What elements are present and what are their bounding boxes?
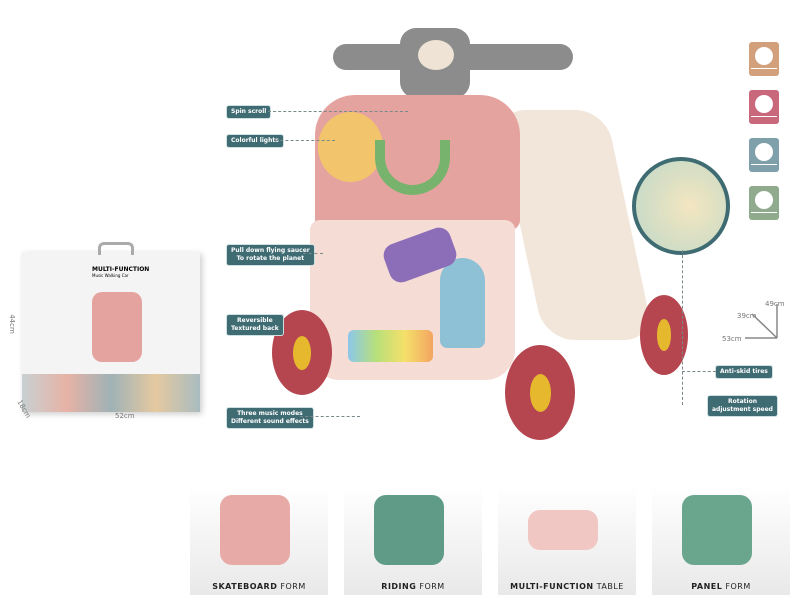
form-riding: RIDING FORM [344,485,482,595]
box-height: 44cm [7,314,16,334]
box-subtitle: Music Walking Car [92,273,129,278]
dim-depth: 39cm [737,312,757,320]
form-label-rest: FORM [722,582,751,591]
age-badge-child [749,138,779,172]
form-panel: PANEL FORM [652,485,790,595]
form-table: MULTI-FUNCTION TABLE [498,485,636,595]
form-label-bold: RIDING [381,582,417,591]
callout-spin-scroll: Spin scroll [227,106,271,118]
callout-anti-skid-tires: Anti-skid tires [716,366,772,378]
age-badge-bear [749,42,779,76]
form-label-rest: FORM [277,582,306,591]
dimension-arrows-icon [745,304,778,339]
form-label-rest: TABLE [593,582,624,591]
age-badge-bunny [749,90,779,124]
callout-textured-back: Reversible Textured back [227,315,283,335]
dim-width: 53cm [722,335,742,343]
age-badge-kid [749,186,779,220]
box-title: MULTI-FUNCTION [92,266,150,273]
callout-flying-saucer: Pull down flying saucer To rotate the pl… [227,245,314,265]
callout-colorful-lights: Colorful lights [227,135,283,147]
packaging-box: MULTI-FUNCTION Music Walking Car [22,242,200,412]
form-label-bold: MULTI-FUNCTION [510,582,594,591]
callout-music-modes: Three music modes Different sound effect… [227,408,313,428]
form-label-rest: FORM [416,582,445,591]
detail-zoom-circle [632,157,730,255]
form-skateboard: SKATEBOARD FORM [190,485,328,595]
form-label-bold: PANEL [691,582,723,591]
form-label-bold: SKATEBOARD [212,582,278,591]
dim-height: 49cm [765,300,785,308]
callout-rotation-speed: Rotation adjustment speed [708,396,777,416]
box-width: 52cm [115,412,135,420]
